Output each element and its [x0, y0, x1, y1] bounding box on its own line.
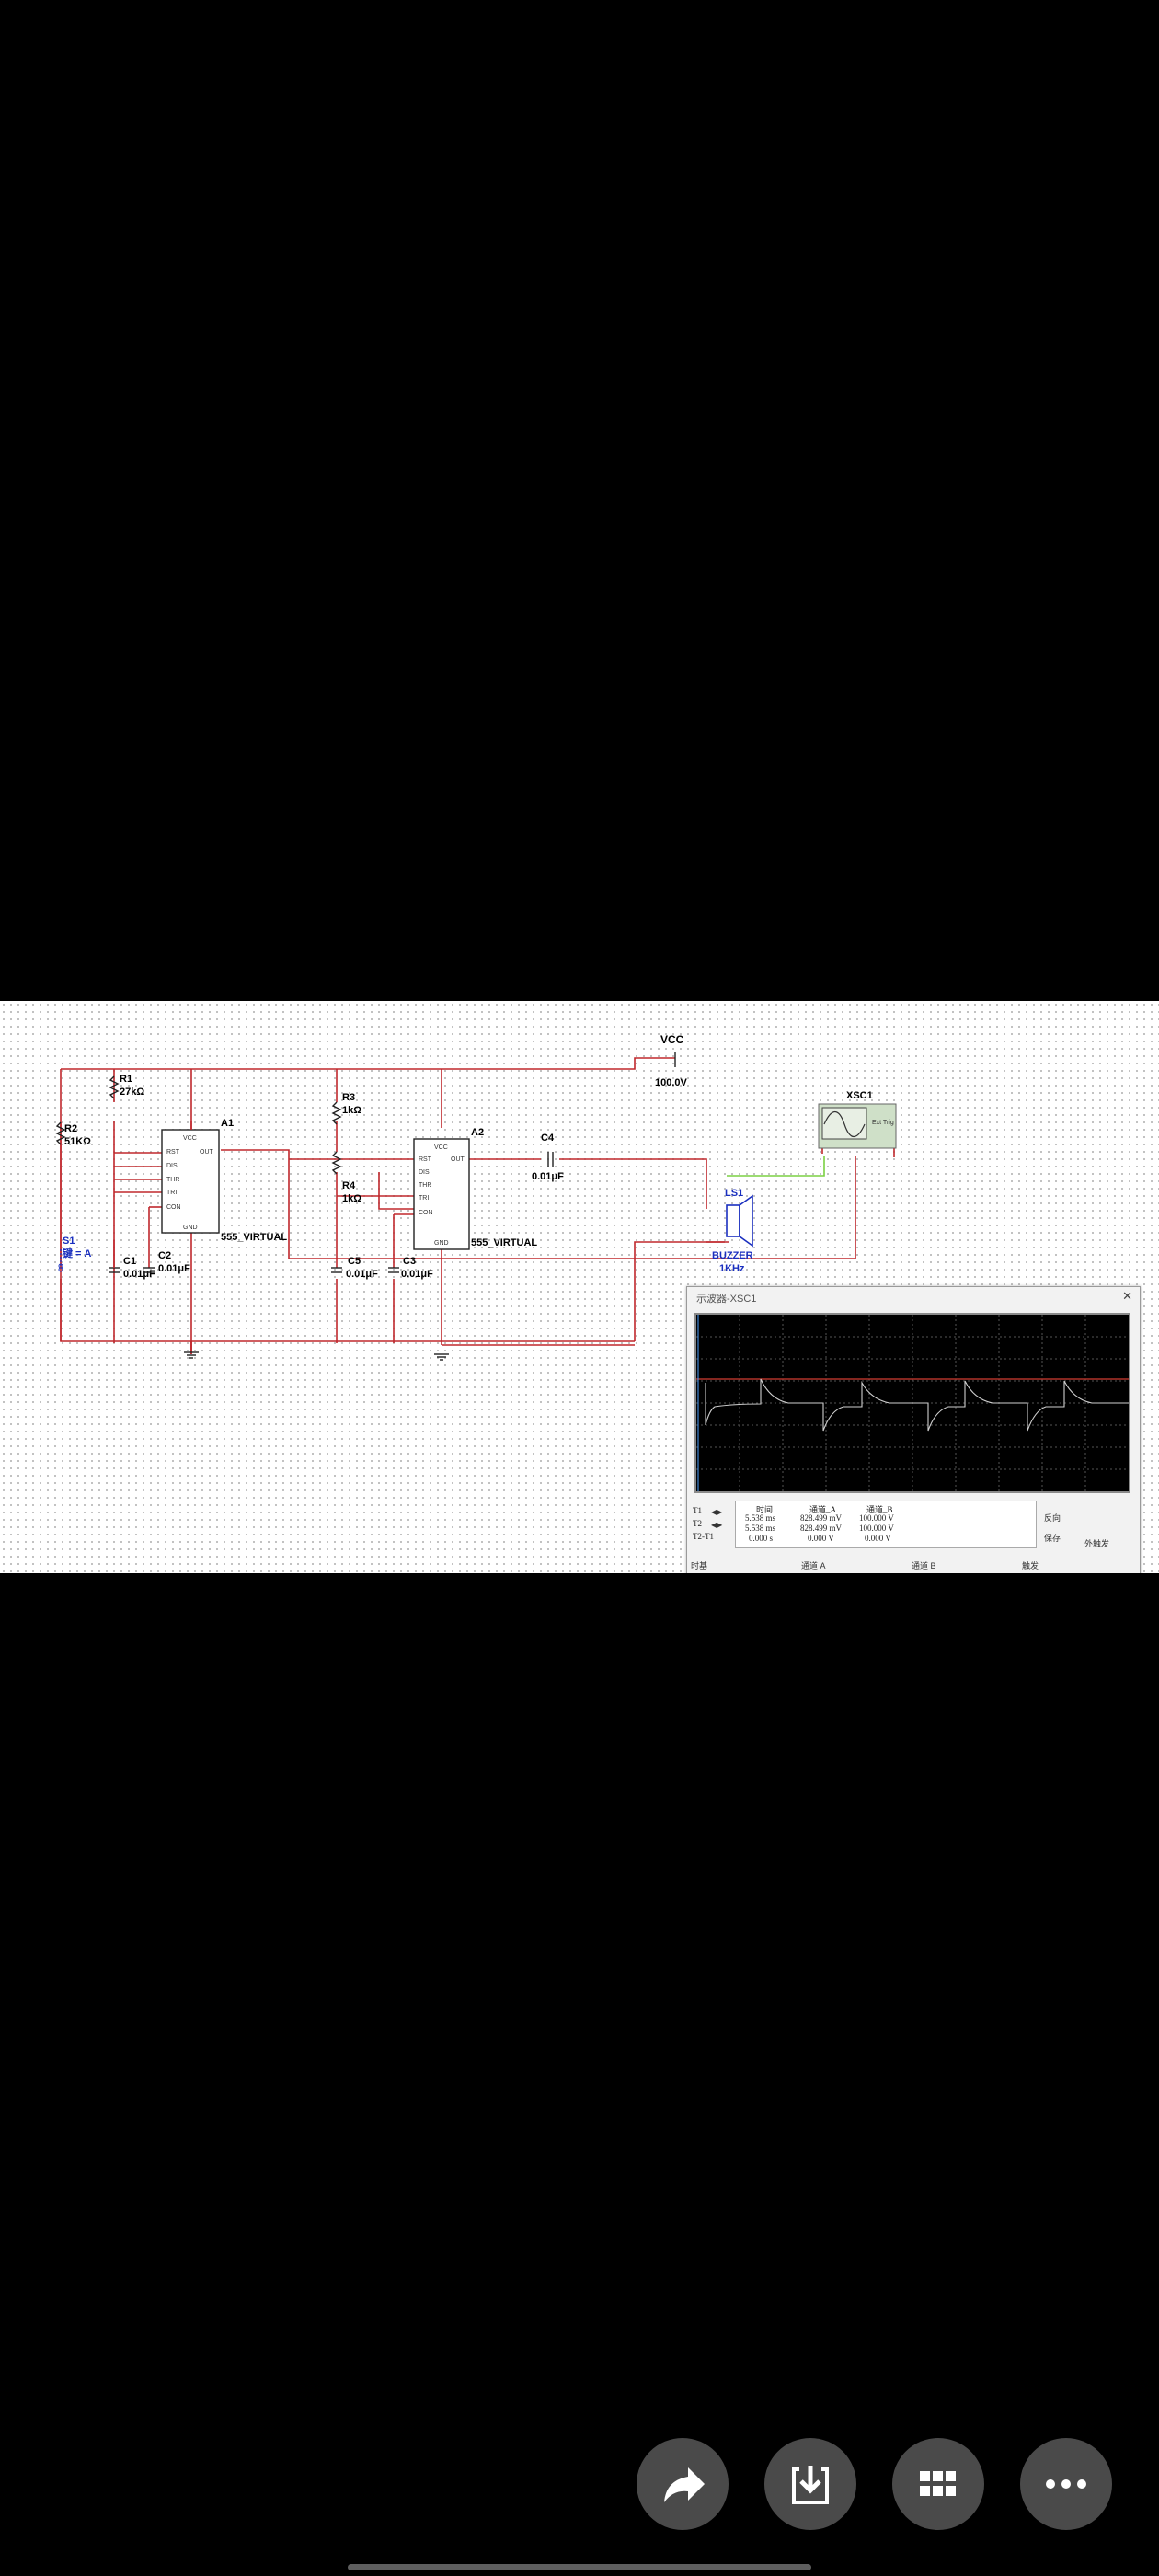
svg-text:0.01μF: 0.01μF	[123, 1269, 155, 1280]
svg-text:DIS: DIS	[166, 1163, 178, 1169]
svg-text:1kΩ: 1kΩ	[342, 1193, 361, 1204]
svg-text:C5: C5	[348, 1256, 361, 1267]
svg-text:DIS: DIS	[419, 1169, 430, 1176]
reverse-button[interactable]: 反向	[1044, 1513, 1061, 1523]
svg-text:0.01μF: 0.01μF	[401, 1269, 433, 1280]
download-icon	[792, 2466, 829, 2504]
svg-text:555_VIRTUAL: 555_VIRTUAL	[221, 1232, 287, 1243]
vcc-source[interactable]: VCC 100.0V	[655, 1033, 688, 1088]
svg-text:OUT: OUT	[200, 1149, 214, 1156]
capacitor-c4[interactable]: C4 0.01μF	[532, 1133, 564, 1182]
close-icon[interactable]: ✕	[1122, 1289, 1132, 1303]
svg-text:RST: RST	[166, 1149, 180, 1156]
timebase-label: 时基	[691, 1561, 708, 1570]
svg-text:Ext Trig: Ext Trig	[872, 1120, 894, 1126]
resistor-r4[interactable]: R4 1kΩ	[331, 1151, 361, 1204]
svg-text:1KHz: 1KHz	[719, 1263, 745, 1274]
svg-text:THR: THR	[166, 1177, 179, 1183]
scope-window-title: 示波器-XSC1	[696, 1294, 757, 1305]
svg-text:VCC: VCC	[660, 1033, 684, 1046]
cursor-arrows-icon[interactable]: ◀▶◀▶	[711, 1508, 723, 1529]
svg-text:C1: C1	[123, 1256, 136, 1267]
svg-text:51KΩ: 51KΩ	[64, 1136, 91, 1147]
cursor-readout-table: 时间 通道_A 通道_B 5.538 ms 828.499 mV 100.000…	[735, 1501, 1037, 1548]
ext-trigger-label: 外触发	[1084, 1539, 1110, 1548]
channel-b-label: 通道 B	[912, 1561, 936, 1570]
svg-text:LS1: LS1	[725, 1188, 743, 1199]
svg-text:R3: R3	[342, 1092, 355, 1103]
more-icon	[1046, 2479, 1086, 2489]
resistor-r2[interactable]: R2 51KΩ	[55, 1121, 91, 1147]
ground-symbol-a2	[434, 1353, 449, 1361]
trace-channel-a	[705, 1378, 1129, 1432]
cursor-controls[interactable]: T1 T2 T2-T1 ◀▶◀▶	[693, 1506, 723, 1541]
svg-text:TRI: TRI	[166, 1190, 177, 1196]
channel-a-label: 通道 A	[801, 1561, 826, 1570]
capacitor-c1[interactable]: C1 0.01μF	[109, 1240, 155, 1280]
scope-settings-bar: 时基 通道 A 通道 B 触发	[687, 1559, 1140, 1573]
buzzer-ls1[interactable]: LS1 BUZZER 1KHz	[712, 1188, 753, 1274]
svg-text:BUZZER: BUZZER	[712, 1250, 753, 1261]
timer-a2[interactable]: VCC RST OUT DIS THR TRI CON GND A2 555_V…	[413, 1127, 537, 1250]
apps-button[interactable]	[892, 2438, 984, 2530]
home-indicator[interactable]	[348, 2564, 811, 2570]
switch-s1[interactable]: S1 键 = A	[58, 1236, 92, 1272]
svg-text:R1: R1	[120, 1074, 132, 1085]
scope-screen	[694, 1313, 1130, 1493]
svg-text:C3: C3	[403, 1256, 416, 1267]
trigger-label: 触发	[1022, 1561, 1039, 1570]
svg-text:CON: CON	[166, 1204, 181, 1211]
svg-text:A1: A1	[221, 1118, 234, 1129]
share-button[interactable]	[637, 2438, 729, 2530]
svg-text:VCC: VCC	[434, 1144, 448, 1151]
svg-text:GND: GND	[183, 1225, 198, 1231]
svg-text:XSC1: XSC1	[846, 1090, 873, 1101]
svg-text:CON: CON	[419, 1210, 433, 1216]
grid-icon	[920, 2471, 956, 2496]
svg-text:R2: R2	[64, 1123, 77, 1134]
svg-text:1kΩ: 1kΩ	[342, 1105, 361, 1116]
svg-text:A2: A2	[471, 1127, 484, 1138]
svg-text:R4: R4	[342, 1180, 356, 1191]
svg-text:RST: RST	[419, 1156, 432, 1163]
share-icon	[664, 2467, 705, 2502]
resistor-r1[interactable]: R1 27kΩ	[109, 1074, 144, 1099]
svg-text:0.01μF: 0.01μF	[158, 1263, 190, 1274]
more-button[interactable]	[1020, 2438, 1112, 2530]
svg-text:TRI: TRI	[419, 1195, 429, 1202]
oscilloscope-xsc1[interactable]: Ext Trig XSC1	[818, 1090, 897, 1149]
capacitor-c5[interactable]: C5 0.01μF	[331, 1256, 378, 1280]
svg-text:C4: C4	[541, 1133, 555, 1144]
svg-text:S1: S1	[63, 1236, 75, 1247]
svg-text:555_VIRTUAL: 555_VIRTUAL	[471, 1237, 537, 1248]
svg-text:GND: GND	[434, 1240, 449, 1247]
svg-text:OUT: OUT	[451, 1156, 465, 1163]
timer-a1[interactable]: VCC RST OUT DIS THR TRI CON GND A1 555_V…	[161, 1118, 287, 1243]
schematic-canvas[interactable]: VCC 100.0V R1 27kΩ R2 51KΩ R3 1kΩ R4 1kΩ…	[0, 1001, 1159, 1573]
svg-text:100.0V: 100.0V	[655, 1077, 688, 1088]
svg-text:0.01μF: 0.01μF	[532, 1171, 564, 1182]
svg-text:0.01μF: 0.01μF	[346, 1269, 378, 1280]
save-button[interactable]: 保存	[1044, 1534, 1061, 1543]
ground-symbol-a1	[184, 1341, 199, 1359]
svg-text:键 = A: 键 = A	[62, 1247, 92, 1259]
oscilloscope-window[interactable]: 示波器-XSC1 ✕ T1 T2 T2-T1 ◀▶◀▶ 时间 通道	[686, 1286, 1141, 1573]
download-button[interactable]	[764, 2438, 856, 2530]
capacitor-c2[interactable]: C2 0.01μF	[143, 1250, 190, 1274]
capacitor-c3[interactable]: C3 0.01μF	[388, 1256, 433, 1280]
svg-text:C2: C2	[158, 1250, 171, 1261]
svg-text:27kΩ: 27kΩ	[120, 1087, 144, 1098]
svg-text:VCC: VCC	[183, 1135, 197, 1142]
resistor-r3[interactable]: R3 1kΩ	[331, 1092, 361, 1125]
svg-text:THR: THR	[419, 1182, 431, 1189]
